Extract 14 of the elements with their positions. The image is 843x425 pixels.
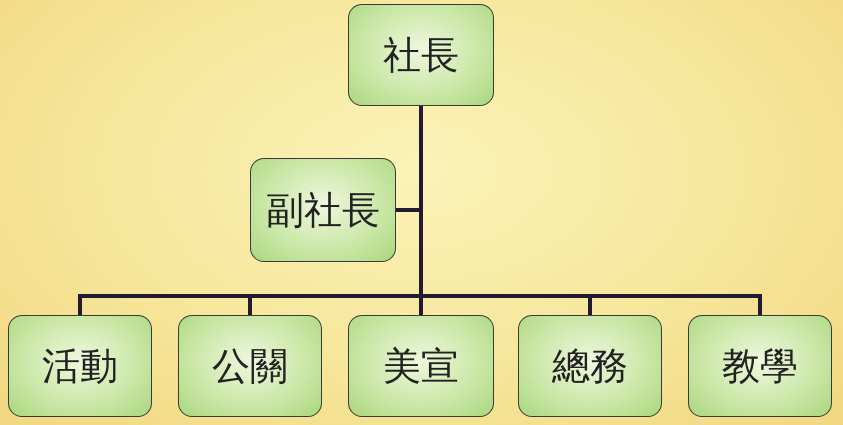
- box-label: 美宣: [383, 342, 459, 390]
- org-box: [348, 4, 494, 106]
- box-label: 副社長: [266, 186, 380, 234]
- box-label: 教學: [722, 342, 798, 390]
- box-label: 總務: [552, 342, 628, 390]
- box-label: 公關: [212, 342, 288, 390]
- box-label: 活動: [42, 342, 118, 390]
- org-box: [518, 315, 662, 417]
- org-box: [688, 315, 832, 417]
- org-box: [348, 315, 494, 417]
- org-box: [178, 315, 322, 417]
- box-label: 社長: [383, 32, 459, 78]
- org-box: [8, 315, 152, 417]
- org-box: [250, 158, 396, 262]
